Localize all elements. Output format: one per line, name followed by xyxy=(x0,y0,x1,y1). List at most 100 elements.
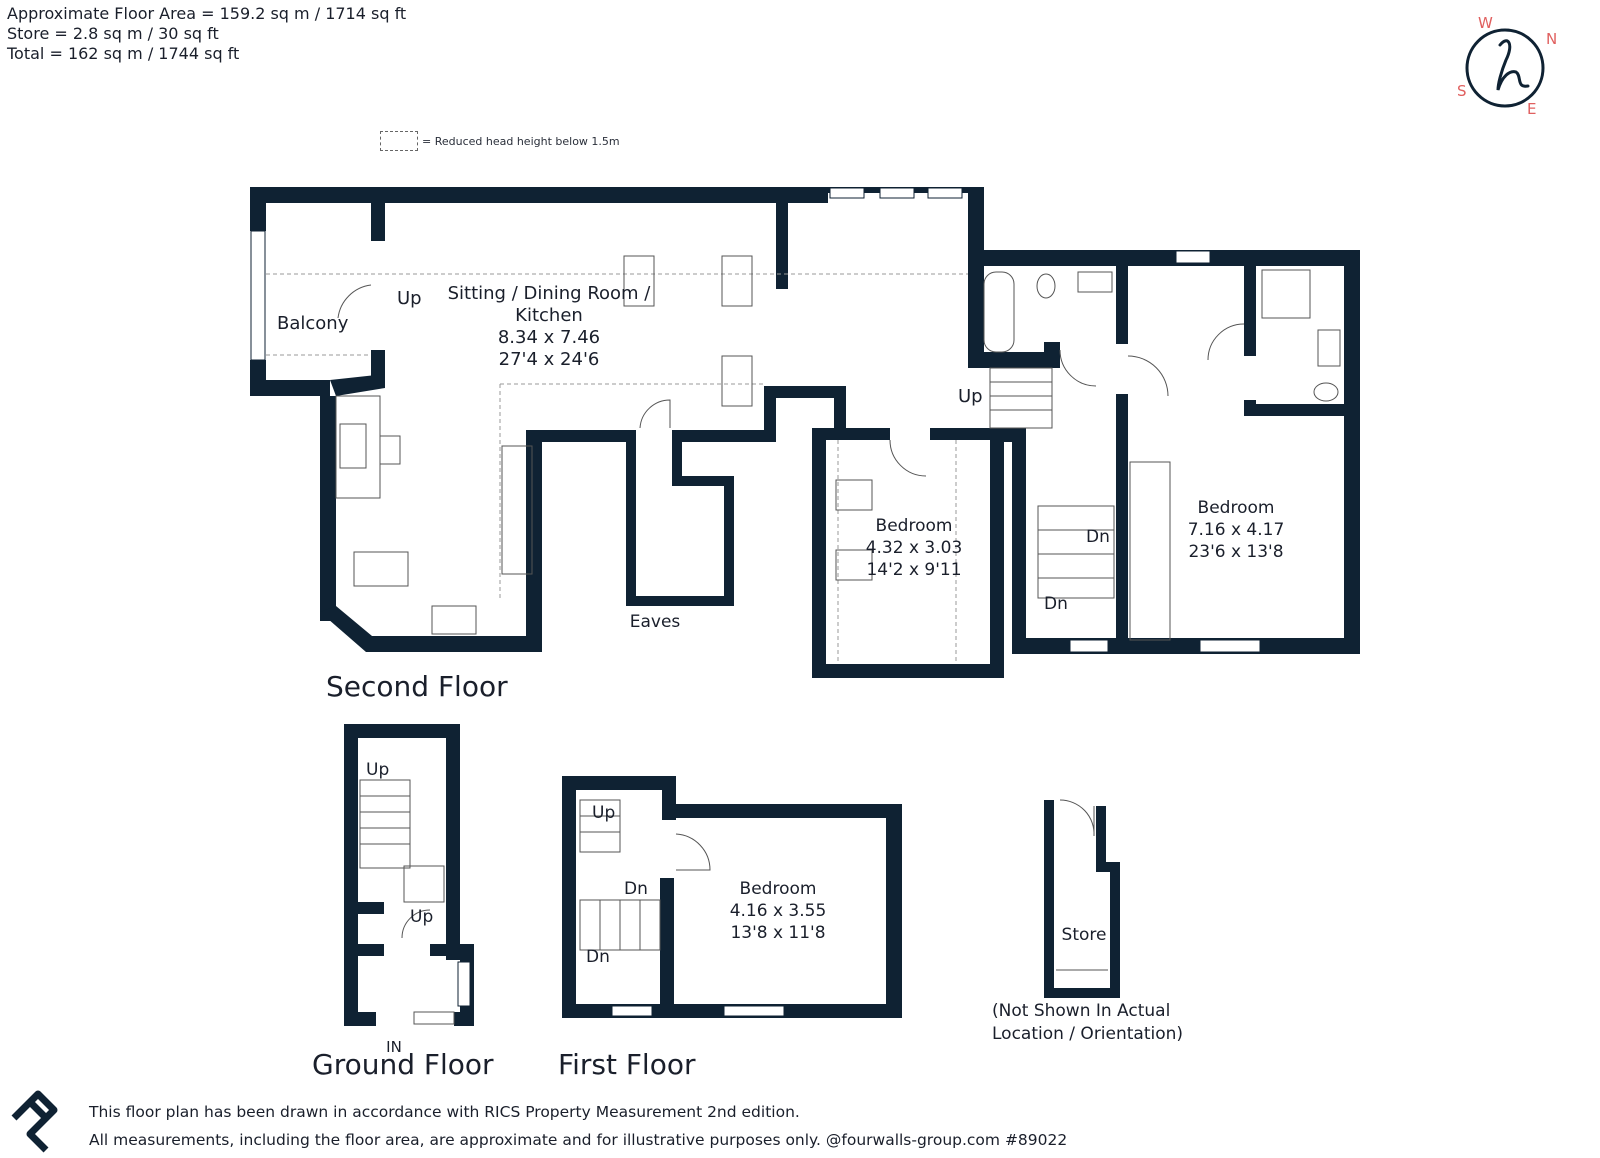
skylight xyxy=(721,255,753,307)
door-swing xyxy=(639,399,671,429)
reduced-head-height-icon xyxy=(380,131,418,151)
wall xyxy=(626,596,734,606)
wall xyxy=(330,374,385,396)
door-swing xyxy=(889,439,927,477)
sitting-room-name: Sitting / Dining Room / xyxy=(448,283,652,304)
floor-area-line: Approximate Floor Area = 159.2 sq m / 17… xyxy=(7,4,407,23)
wall xyxy=(446,724,460,960)
wall xyxy=(1116,266,1128,344)
window xyxy=(1175,250,1211,264)
sitting-room-name-2: Kitchen xyxy=(515,305,583,326)
basin-icon xyxy=(1317,329,1341,367)
window xyxy=(1199,639,1261,653)
first-floor-title: First Floor xyxy=(558,1048,696,1081)
footer-line1: This floor plan has been drawn in accord… xyxy=(89,1103,800,1121)
wall xyxy=(812,428,890,440)
ground-floor-fixtures xyxy=(359,779,455,1025)
bedroom1-imperial: 23'6 x 13'8 xyxy=(1188,542,1283,562)
ground-up-label: Up xyxy=(366,760,389,780)
landing-up-label: Up xyxy=(958,386,983,407)
toilet-icon xyxy=(1313,382,1339,402)
wall xyxy=(812,664,1004,678)
first-up-label: Up xyxy=(592,803,615,823)
second-floor-title: Second Floor xyxy=(326,670,508,703)
wall xyxy=(724,486,734,606)
stairs xyxy=(403,865,445,903)
door-swing xyxy=(1207,323,1245,361)
wall xyxy=(1044,800,1054,998)
wall xyxy=(662,804,902,818)
ground-floor-title: Ground Floor xyxy=(312,1048,494,1081)
wardrobe xyxy=(1129,461,1171,641)
bedroom1-metric: 7.16 x 4.17 xyxy=(1188,520,1285,540)
wall xyxy=(1110,870,1120,998)
toilet-icon xyxy=(1036,273,1056,299)
hob-icon xyxy=(431,605,477,635)
wall xyxy=(454,1012,474,1026)
wall xyxy=(968,187,984,253)
balcony-label: Balcony xyxy=(277,313,349,334)
window xyxy=(457,961,471,1007)
eaves-label: Eaves xyxy=(630,612,681,632)
area-info: Approximate Floor Area = 159.2 sq m / 17… xyxy=(7,4,406,64)
first-bedroom-metric: 4.16 x 3.55 xyxy=(730,901,827,921)
footer-line2: All measurements, including the floor ar… xyxy=(89,1131,1068,1149)
basin-icon xyxy=(1077,271,1113,293)
wall xyxy=(672,430,776,442)
landing-dn-label: Dn xyxy=(1086,527,1110,547)
ground-floor-walls xyxy=(344,724,474,1026)
kitchen-units xyxy=(501,445,533,575)
first-bedroom-imperial: 13'8 x 11'8 xyxy=(730,923,825,943)
door-swing xyxy=(675,833,711,871)
stairs xyxy=(989,367,1053,429)
wall xyxy=(886,804,902,1018)
wall xyxy=(812,428,826,678)
first-floor-fixtures xyxy=(579,799,711,951)
bedroom2-metric: 4.32 x 3.03 xyxy=(866,538,963,558)
wall xyxy=(526,430,542,652)
wall xyxy=(562,776,576,1018)
window xyxy=(829,187,865,199)
ground-up-label-2: Up xyxy=(410,907,433,927)
skylight xyxy=(721,355,753,407)
first-bedroom-name: Bedroom xyxy=(740,879,817,899)
wall xyxy=(358,902,384,914)
stairs xyxy=(579,799,621,853)
wall xyxy=(250,187,266,231)
store-fixtures xyxy=(1056,799,1108,971)
bathtub-icon xyxy=(983,271,1015,353)
wall xyxy=(320,606,372,652)
wall xyxy=(1044,342,1060,368)
wall xyxy=(1244,404,1360,416)
wall xyxy=(562,776,676,790)
stair-up-label: Up xyxy=(397,288,422,309)
store-note-line1: (Not Shown In Actual xyxy=(992,1001,1171,1021)
wall xyxy=(320,396,336,621)
door-swing xyxy=(1059,349,1097,387)
wall xyxy=(990,440,1004,678)
entrance-door xyxy=(413,1011,455,1025)
fixtures xyxy=(335,255,1341,641)
store-walls xyxy=(1044,800,1120,998)
wall xyxy=(1244,266,1256,356)
stairs xyxy=(359,779,411,869)
door-swing xyxy=(1059,799,1095,837)
store-note: (Not Shown In Actual Location / Orientat… xyxy=(992,1000,1183,1046)
window xyxy=(927,187,963,199)
wall xyxy=(250,380,330,396)
wall xyxy=(834,386,846,432)
wall xyxy=(358,944,384,956)
wall xyxy=(968,352,1058,368)
compass-s: S xyxy=(1457,82,1467,100)
window xyxy=(1069,639,1109,653)
compass-e: E xyxy=(1527,100,1536,118)
wall xyxy=(930,428,1004,440)
compass-n: N xyxy=(1546,30,1557,48)
window xyxy=(611,1005,653,1017)
kitchen-worktop xyxy=(335,395,381,499)
first-dn-label-2: Dn xyxy=(586,947,610,967)
wall xyxy=(1044,988,1120,998)
shower-icon xyxy=(1261,269,1311,319)
store-area-line: Store = 2.8 sq m / 30 sq ft xyxy=(7,24,219,43)
